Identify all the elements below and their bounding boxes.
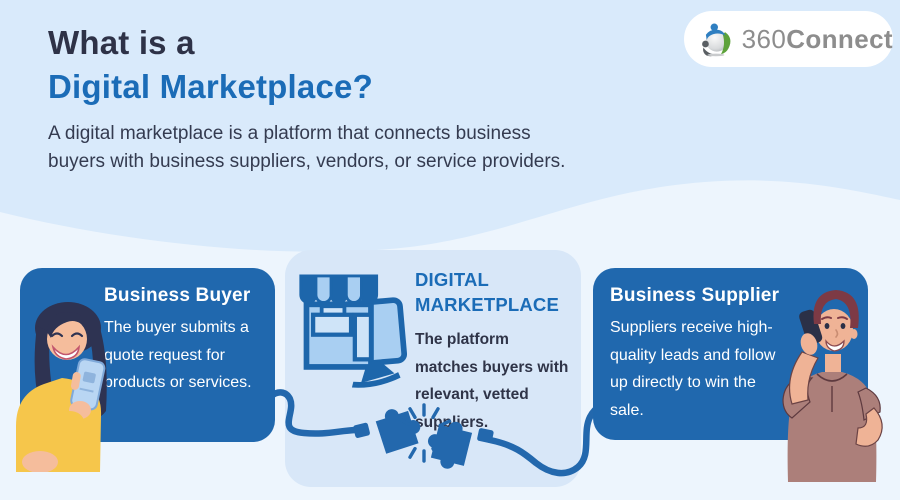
storefront-and-monitor-icon [299,274,408,388]
supplier-card-body: Suppliers receive high-quality leads and… [610,319,776,419]
page-title-line1: What is a [48,24,195,61]
man-talking-on-phone-illustration [782,290,883,482]
marketplace-card-title: DIGITAL MARKETPLACE [415,269,560,315]
buyer-card-body: The buyer submits a quote request for pr… [104,319,252,392]
header: What is a Digital Marketplace? A digital… [48,24,573,177]
page-subtitle: A digital marketplace is a platform that… [48,123,566,173]
supplier-card-title: Business Supplier [610,285,780,306]
brand-name-360: 360 [741,23,787,54]
brand-logo: 360Connect [684,11,893,67]
woman-holding-phone-illustration [16,302,107,472]
cord-with-puzzle-pieces [252,389,620,477]
buyer-card-title: Business Buyer [104,285,251,306]
360connect-globe-icon [702,23,731,57]
brand-name: 360Connect [742,24,893,55]
puzzle-piece-right [428,421,473,469]
brand-name-connect: Connect [786,23,893,54]
page-title-line2: Digital Marketplace? [48,67,373,105]
card-digital-marketplace: DIGITAL MARKETPLACE The platform matches… [285,250,581,487]
